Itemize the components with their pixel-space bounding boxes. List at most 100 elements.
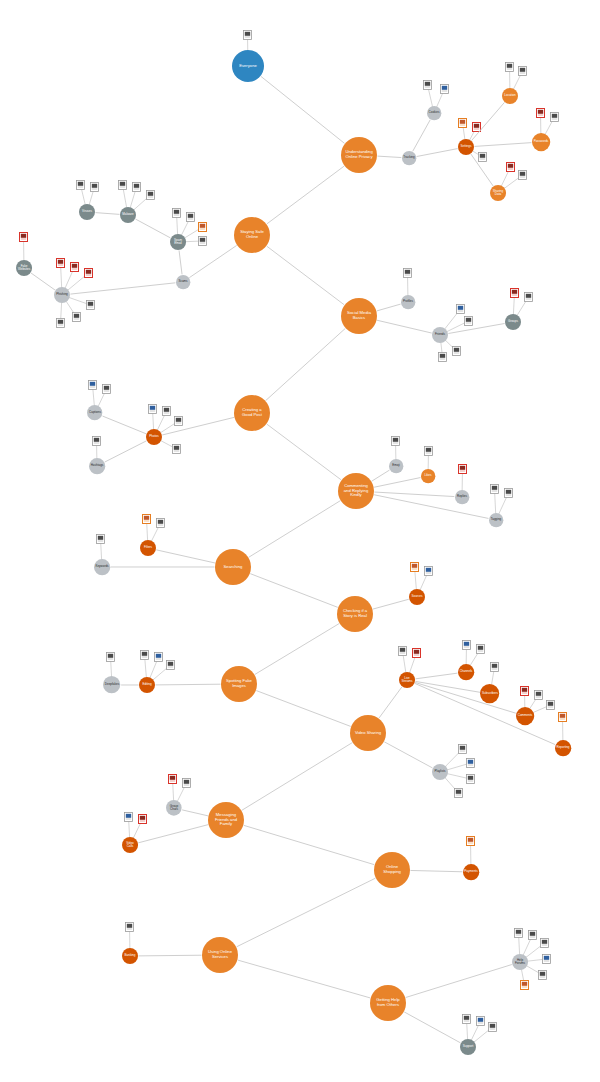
- circle-fill: [202, 937, 238, 973]
- connector-line: [182, 810, 208, 816]
- root-circle: Everyone: [232, 50, 264, 82]
- node-label: Deepfakes: [104, 683, 119, 686]
- connector-line: [237, 878, 376, 947]
- circle-fill: [421, 469, 435, 483]
- circle-fill: [215, 549, 251, 585]
- subtopic-circle: Fake Websites: [16, 260, 32, 276]
- node-label: Group Chats: [168, 805, 180, 812]
- connector-line: [156, 550, 215, 563]
- node-label: Searching: [220, 565, 247, 570]
- subtopic-circle: Subscribers: [480, 684, 499, 703]
- connector-line: [406, 965, 512, 998]
- connector-line: [256, 691, 350, 727]
- node-label: Video Sharing: [355, 731, 382, 736]
- circle-fill: [16, 260, 32, 276]
- node-label: Location: [504, 94, 516, 97]
- connector-line: [111, 566, 215, 567]
- subtopic-circle: Payments: [463, 864, 479, 880]
- circle-fill: [409, 589, 425, 605]
- circle-fill: [341, 298, 377, 334]
- connector-line: [374, 478, 420, 488]
- subtopic-circle: Phishing: [54, 287, 70, 303]
- connector-line: [255, 624, 339, 675]
- circle-fill: [502, 88, 518, 104]
- node-label: Creating a Good Post: [239, 408, 266, 417]
- topic-circle: Using Online Services: [202, 937, 238, 973]
- subtopic-circle: Groups: [505, 314, 521, 330]
- connector-line: [189, 245, 236, 277]
- node-label: Keywords: [95, 565, 109, 568]
- connector-line: [162, 417, 234, 435]
- topic-circle: Messaging Friends and Family: [208, 802, 244, 838]
- node-label: Commenting and Replying Kindly: [343, 484, 370, 498]
- node-label: Settings: [460, 145, 472, 148]
- circle-fill: [103, 676, 120, 693]
- node-label: Hashtags: [90, 464, 104, 467]
- node-label: Spotting Fake Images: [226, 679, 253, 688]
- circle-fill: [458, 664, 474, 680]
- connector-line: [417, 149, 458, 157]
- node-label: Cookies: [428, 111, 440, 114]
- connector-line: [179, 250, 182, 274]
- connector-line: [377, 320, 432, 333]
- circle-fill: [146, 429, 162, 445]
- circle-fill: [389, 459, 403, 473]
- connector-line: [415, 681, 480, 692]
- subtopic-circle: Keywords: [94, 559, 110, 575]
- connector-line: [377, 156, 401, 157]
- connector-line: [121, 684, 138, 685]
- connector-line: [474, 143, 531, 147]
- connector-line: [135, 219, 170, 238]
- node-label: Social Media Basics: [346, 311, 373, 320]
- node-label: Help Forums: [514, 959, 526, 966]
- circle-fill: [480, 684, 499, 703]
- circle-fill: [208, 802, 244, 838]
- subtopic-circle: Location: [502, 88, 518, 104]
- node-label: Captions: [88, 411, 101, 414]
- node-label: Messaging Friends and Family: [213, 813, 240, 827]
- topic-circle: Creating a Good Post: [234, 395, 270, 431]
- connector-line: [377, 304, 401, 311]
- topic-circle: Spotting Fake Images: [221, 666, 257, 702]
- node-label: Support: [462, 1045, 474, 1048]
- node-label: Playlists: [434, 770, 446, 773]
- connector-line: [415, 683, 555, 744]
- connector-line: [374, 492, 454, 497]
- subtopic-circle: Playlists: [432, 764, 448, 780]
- node-label: Phishing: [56, 293, 68, 296]
- node-label: Sources: [411, 595, 423, 598]
- node-label: Fake Websites: [18, 265, 30, 272]
- subtopic-circle: Friends: [432, 327, 448, 343]
- connector-line: [374, 495, 488, 519]
- node-label: Channels: [459, 670, 473, 673]
- circle-fill: [176, 275, 190, 289]
- subtopic-circle: Sharing Data: [490, 185, 506, 201]
- connector-line: [31, 273, 55, 290]
- connector-line: [267, 246, 345, 305]
- node-label: Using Online Services: [207, 950, 234, 959]
- node-label: Viruses: [81, 210, 93, 213]
- circle-fill: [427, 106, 441, 120]
- connector-line: [267, 166, 344, 224]
- topic-circle: Video Sharing: [350, 715, 386, 751]
- subtopic-circle: Group Chats: [166, 800, 182, 816]
- subtopic-circle: Photos: [146, 429, 162, 445]
- circle-fill: [489, 513, 503, 527]
- node-label: Checking if a Story is Real: [342, 609, 369, 618]
- node-label: Staying Safe Online: [239, 230, 266, 239]
- subtopic-circle: Hashtags: [89, 458, 105, 474]
- subtopic-circle: Tagging: [489, 513, 503, 527]
- connector-line: [472, 102, 505, 140]
- circle-fill: [87, 405, 102, 420]
- connector-line: [138, 825, 208, 843]
- circle-fill: [337, 596, 373, 632]
- circle-fill: [54, 287, 70, 303]
- subtopic-circle: Likes: [421, 469, 435, 483]
- circle-fill: [338, 473, 374, 509]
- connector-line: [103, 416, 147, 434]
- connector-line: [105, 441, 147, 462]
- connector-line: [410, 870, 462, 871]
